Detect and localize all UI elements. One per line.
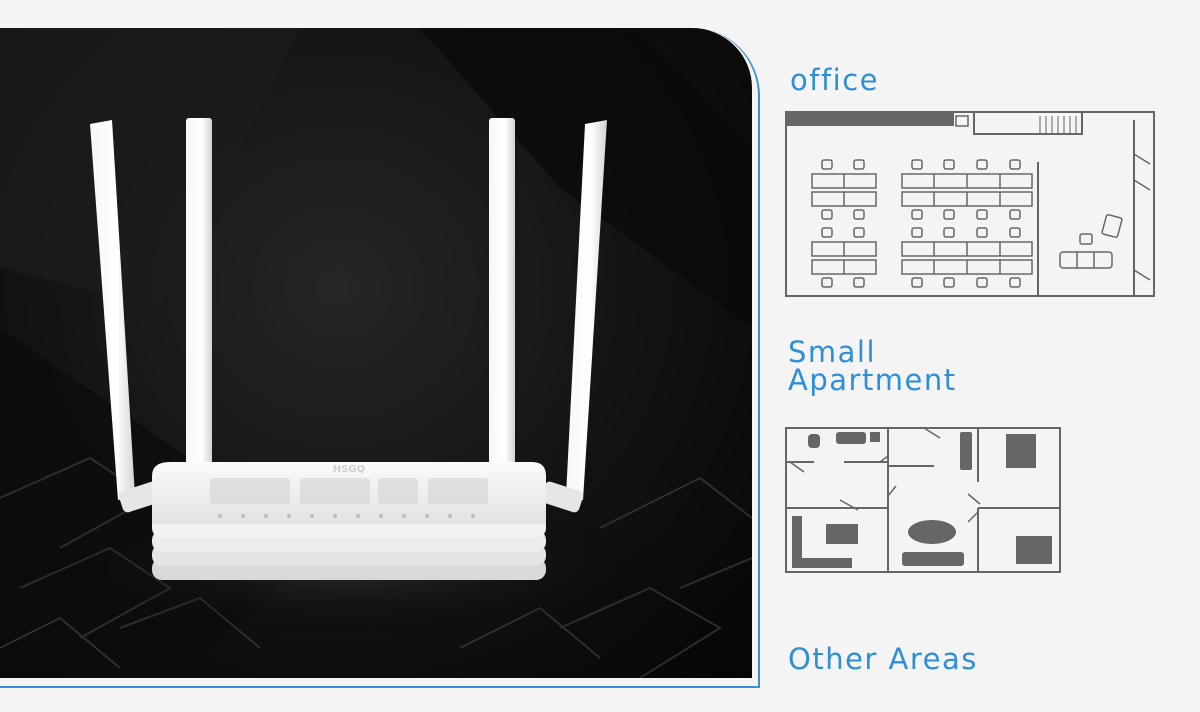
photo-frame-border <box>0 28 760 688</box>
antenna-left-inner <box>186 118 212 488</box>
router-body: HSGQ <box>152 462 546 580</box>
router-photo: HSGQ <box>0 28 752 678</box>
apartment-floor-plan <box>785 427 1061 573</box>
small-apartment-label: Small Apartment <box>788 335 957 397</box>
other-areas-label: Other Areas <box>788 642 978 676</box>
antenna-right-inner <box>489 118 515 488</box>
antenna-right-outer <box>540 120 607 513</box>
brand-logo: HSGQ <box>333 464 365 475</box>
antenna-left-outer <box>90 120 162 513</box>
router-illustration: HSGQ <box>0 28 752 678</box>
office-floor-plan <box>785 111 1155 297</box>
office-label: office <box>790 63 880 97</box>
